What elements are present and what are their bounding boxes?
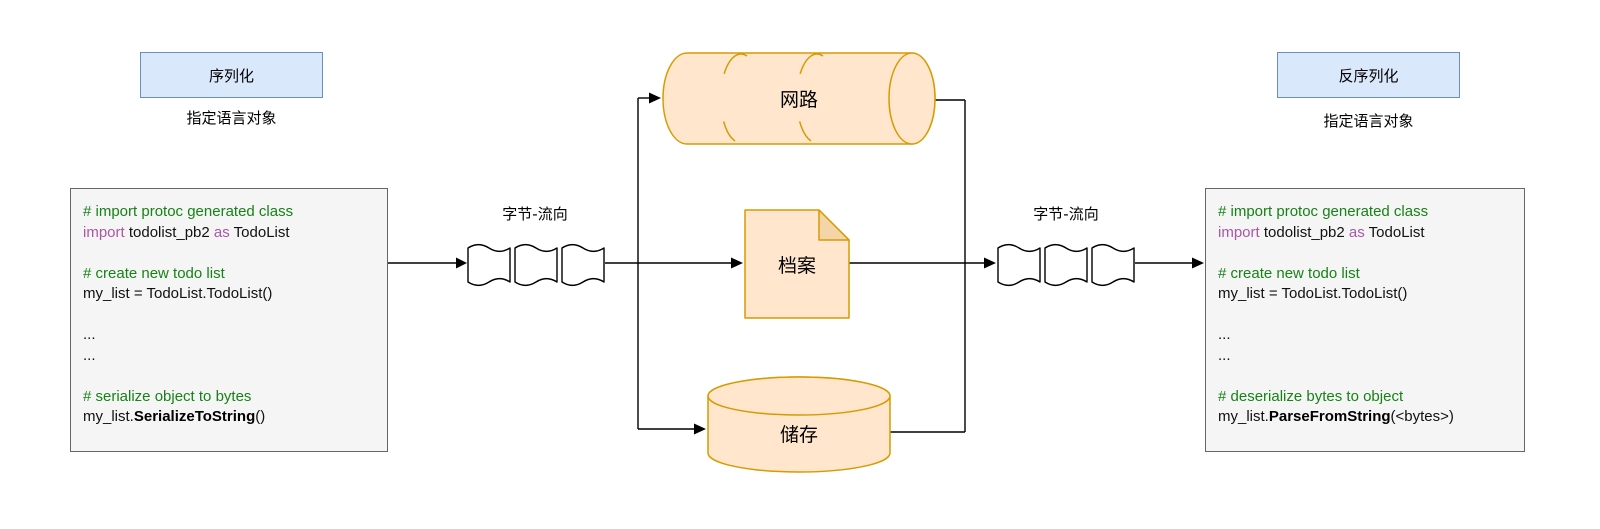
tape-icon: [514, 243, 558, 287]
code-blank-line: [1218, 243, 1512, 264]
deserialize-code-block: # import protoc generated class import t…: [1205, 188, 1525, 452]
code-keyword: import: [1218, 223, 1264, 241]
arrowhead-icon: [984, 257, 996, 269]
arrowhead-icon: [1192, 257, 1204, 269]
tape-icon: [1091, 243, 1135, 287]
code-assign-line: my_list = TodoList.TodoList(): [83, 285, 273, 302]
code-call-line: my_list.SerializeToString(): [83, 407, 375, 428]
code-import-line: import todolist_pb2 as TodoList: [1218, 223, 1512, 244]
arrowhead-icon: [731, 257, 743, 269]
code-object: my_list.: [83, 408, 134, 425]
code-comment: # create new todo list: [83, 264, 225, 282]
code-blank-line: [83, 243, 375, 264]
byte-stream-tapes: [467, 243, 1135, 287]
code-blank-line: [1218, 366, 1512, 387]
code-alias: TodoList: [233, 223, 290, 241]
code-keyword: as: [213, 223, 234, 241]
code-assign-line: my_list = TodoList.TodoList(): [1218, 285, 1408, 302]
arrowhead-icon: [649, 92, 661, 104]
code-keyword: import: [83, 223, 129, 241]
code-alias: TodoList: [1368, 223, 1425, 241]
deserialize-header-box: 反序列化: [1277, 52, 1460, 98]
connector-lines: [388, 97, 1193, 433]
code-comment: # create new todo list: [1218, 264, 1360, 282]
byte-stream-right-label: 字节-流向: [1033, 205, 1099, 223]
code-ellipsis: ...: [1218, 326, 1231, 343]
tape-icon: [561, 243, 605, 287]
deserialize-subtitle: 指定语言对象: [1323, 112, 1414, 130]
serialize-title: 序列化: [208, 66, 254, 85]
code-comment: # deserialize bytes to object: [1218, 387, 1404, 405]
file-document-icon: [744, 209, 850, 319]
code-blank-line: [83, 366, 375, 387]
tape-icon: [1044, 243, 1088, 287]
code-keyword: as: [1348, 223, 1369, 241]
tape-icon: [997, 243, 1041, 287]
byte-stream-left-label: 字节-流向: [502, 205, 568, 223]
storage-cylinder-icon: [707, 376, 891, 473]
arrowhead-icon: [694, 423, 706, 435]
code-args: (<bytes>): [1390, 408, 1454, 425]
serialize-subtitle: 指定语言对象: [186, 109, 277, 127]
serialize-header-box: 序列化: [140, 52, 323, 98]
arrowhead-icon: [456, 257, 467, 269]
code-call-line: my_list.ParseFromString(<bytes>): [1218, 407, 1512, 428]
code-comment: # import protoc generated class: [83, 203, 294, 220]
code-function: ParseFromString: [1268, 408, 1391, 425]
tape-icon: [467, 243, 511, 287]
code-module: todolist_pb2: [128, 223, 214, 241]
code-ellipsis: ...: [1218, 346, 1231, 364]
deserialize-title: 反序列化: [1338, 66, 1399, 85]
network-pipe-icon: [662, 52, 936, 145]
code-ellipsis: ...: [83, 326, 96, 343]
code-function: SerializeToString: [133, 408, 256, 425]
code-blank-line: [83, 305, 375, 326]
code-blank-line: [1218, 305, 1512, 326]
code-import-line: import todolist_pb2 as TodoList: [83, 223, 375, 244]
code-comment: # import protoc generated class: [1218, 203, 1429, 220]
code-comment: # serialize object to bytes: [83, 387, 252, 405]
code-module: todolist_pb2: [1263, 223, 1349, 241]
serialize-code-block: # import protoc generated class import t…: [70, 188, 388, 452]
code-ellipsis: ...: [83, 346, 96, 364]
code-object: my_list.: [1218, 408, 1269, 425]
code-args: (): [255, 408, 266, 425]
arrowheads: [456, 92, 1204, 435]
